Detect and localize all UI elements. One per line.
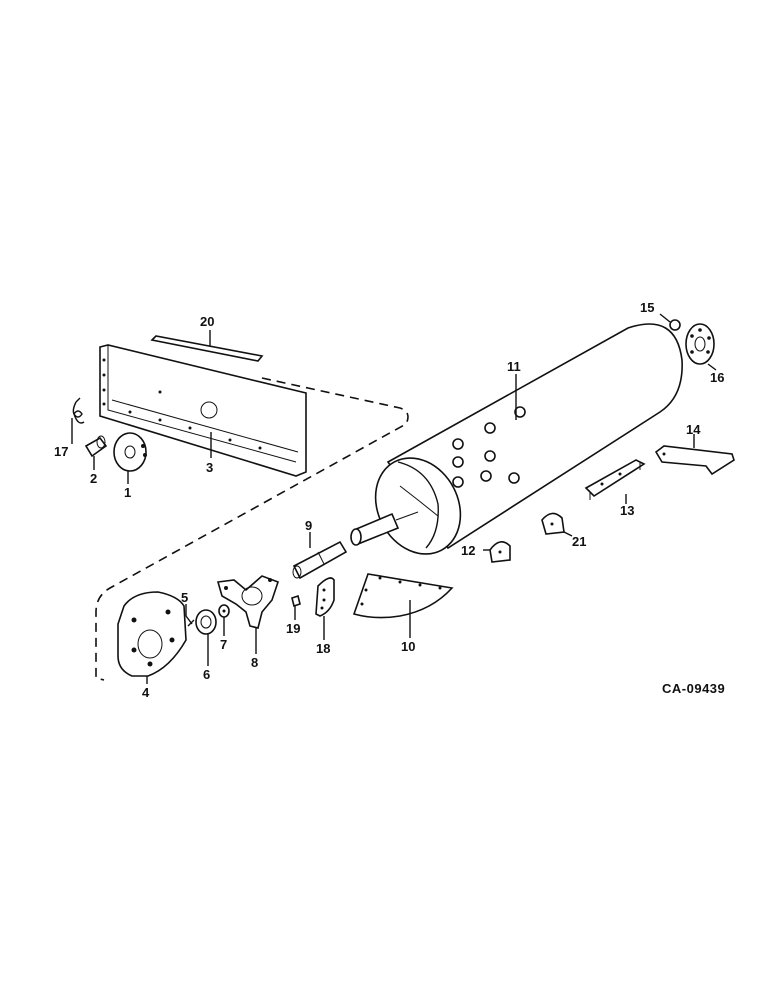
callout-1: 1: [124, 485, 131, 500]
callout-6: 6: [203, 667, 210, 682]
part-21-hub: [541, 512, 565, 535]
part-6-bearing: [195, 609, 217, 635]
group-boundary-dashed: [95, 377, 409, 681]
callout-4: 4: [142, 685, 150, 700]
callout-10: 10: [401, 639, 415, 654]
drum-lugs: [452, 406, 526, 488]
callout-5: 5: [181, 590, 188, 605]
part-2-bushing: [84, 435, 108, 458]
part-8-bearing-flange: [216, 575, 280, 629]
leader-lines: [71, 313, 717, 684]
part-12-hub-cap: [489, 541, 511, 563]
part-13-bracket: [584, 459, 646, 500]
callout-20: 20: [200, 314, 214, 329]
part-19-key: [291, 594, 301, 608]
callout-18: 18: [316, 641, 330, 656]
part-16-flange-hub: [685, 323, 715, 365]
part-10-beater-blade: [352, 573, 454, 619]
callout-17: 17: [54, 444, 68, 459]
callout-11: 11: [507, 359, 521, 374]
callout-7: 7: [220, 637, 227, 652]
callout-19: 19: [286, 621, 300, 636]
part-11-drum: [350, 323, 683, 555]
callout-12: 12: [461, 543, 475, 558]
callout-2: 2: [90, 471, 97, 486]
part-17-spring-pin: [72, 397, 85, 424]
callout-8: 8: [251, 655, 258, 670]
diagram-reference-code: CA-09439: [662, 681, 725, 696]
part-7-washer: [218, 604, 230, 618]
part-15-nut: [669, 319, 681, 331]
callout-3: 3: [206, 460, 213, 475]
part-18-slat: [315, 577, 335, 617]
part-9-shaft: [292, 540, 348, 580]
part-3-frame-channel: [99, 344, 307, 477]
part-1-sprocket: [113, 432, 147, 472]
part-20-bar: [150, 335, 264, 362]
callout-16: 16: [710, 370, 724, 385]
callout-labels: 20 3 1 2 17 4 5 6 7 8 9 19 18 10 11 12 2…: [54, 300, 724, 700]
part-5-grease-fitting: [185, 615, 195, 627]
callout-14: 14: [686, 422, 701, 437]
part-4-end-plate: [117, 591, 187, 677]
callout-9: 9: [305, 518, 312, 533]
part-14-arm-bracket: [654, 445, 735, 476]
callout-21: 21: [572, 534, 586, 549]
callout-13: 13: [620, 503, 634, 518]
callout-15: 15: [640, 300, 654, 315]
